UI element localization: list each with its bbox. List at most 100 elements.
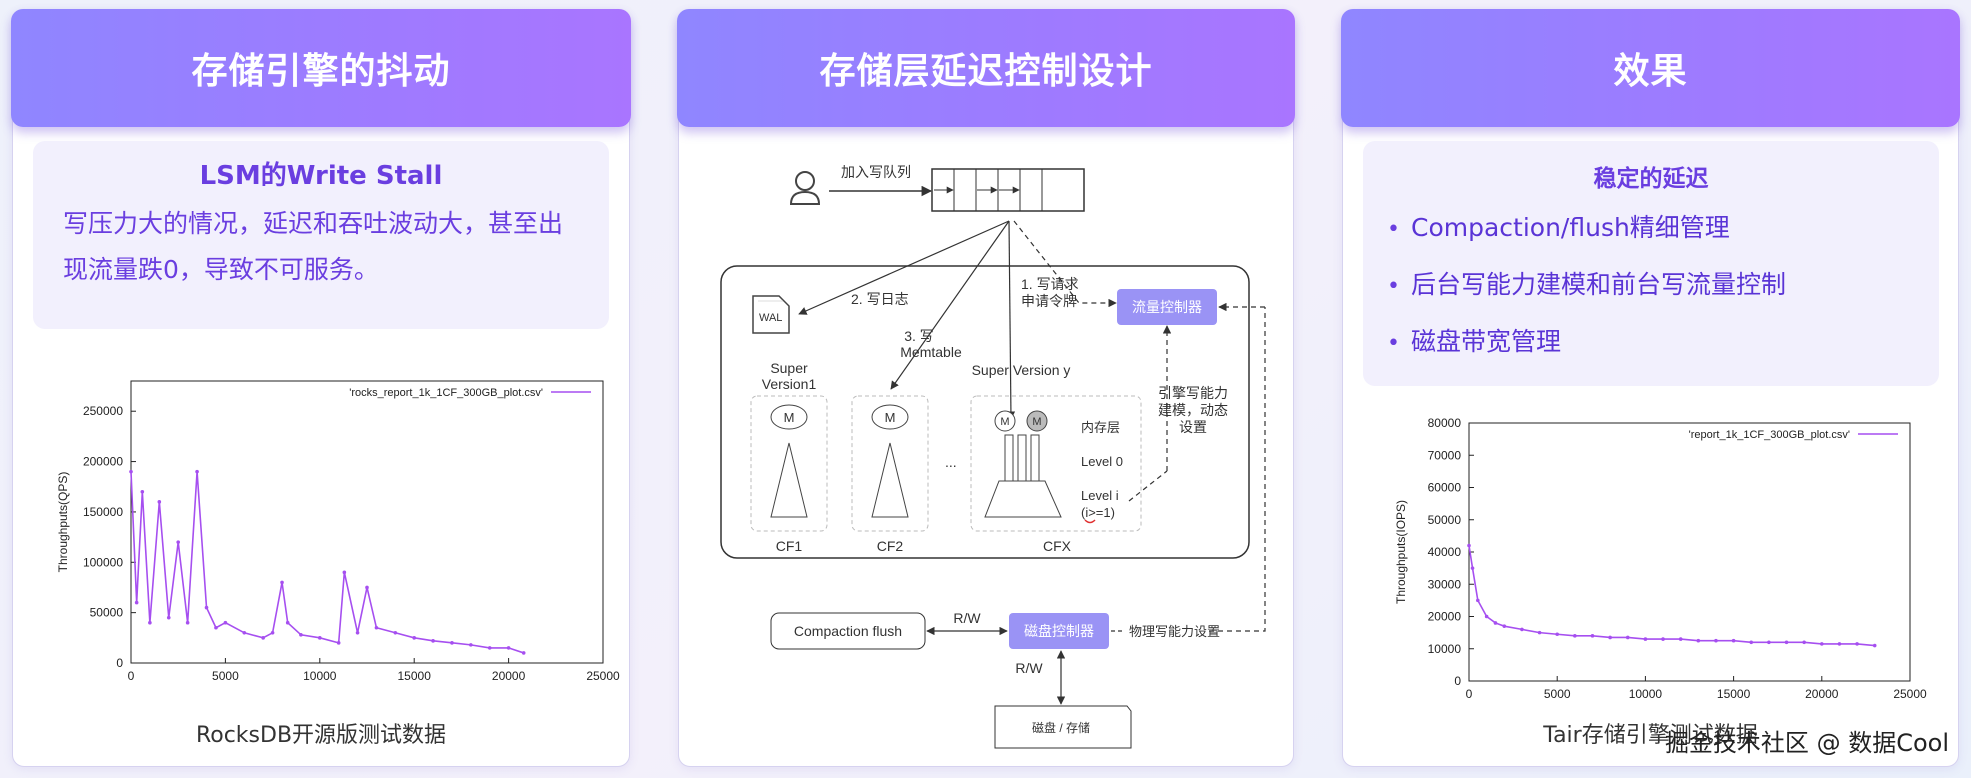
engine-box xyxy=(720,265,1250,559)
data-point xyxy=(1855,642,1859,646)
data-point xyxy=(166,615,171,620)
compaction-flush-box xyxy=(770,612,926,650)
engine-modeling-line1: 引擎写能力 xyxy=(1158,385,1228,401)
x-tick-label: 0 xyxy=(128,669,135,683)
data-point xyxy=(129,469,133,474)
panel-title: 存储层延迟控制设计 xyxy=(819,51,1153,92)
svg-text:WAL: WAL xyxy=(759,312,782,324)
super-version-y: Super Version y xyxy=(972,362,1071,378)
data-point xyxy=(148,620,152,625)
x-tick-label: 15000 xyxy=(1717,687,1751,701)
data-point xyxy=(1467,543,1471,548)
cf1-label: CF1 xyxy=(776,538,803,554)
data-point xyxy=(355,630,360,635)
flow-controller-label: 流量控制器 xyxy=(1132,299,1202,315)
data-point xyxy=(1590,634,1595,638)
x-tick-label: 0 xyxy=(1466,687,1473,701)
super-version1-line1: Super xyxy=(770,360,808,376)
data-point xyxy=(393,630,398,635)
svg-text:M: M xyxy=(885,410,896,425)
plot-frame xyxy=(1468,422,1911,682)
step3-line1: 3. 写 xyxy=(904,328,934,344)
step1-line2: 申请令牌 xyxy=(1021,293,1077,309)
queue-label: 加入写队列 xyxy=(841,164,911,180)
step1-line1: 1. 写请求 xyxy=(1021,276,1079,292)
data-point xyxy=(270,630,275,635)
svg-text:M: M xyxy=(784,410,795,425)
lsm-description: 写压力大的情况，延迟和吞吐波动大，甚至出现流量跌0，导致不可服务。 xyxy=(63,209,564,284)
layer-memory: 内存层 xyxy=(1081,420,1120,435)
data-point xyxy=(1731,638,1736,643)
step3-line2: Memtable xyxy=(900,344,962,360)
y-tick-label: 0 xyxy=(116,656,123,670)
y-tick-label: 20000 xyxy=(1428,610,1462,624)
watermark: 掘金技术社区 @ 数据Cool xyxy=(1664,729,1949,757)
x-tick-label: 15000 xyxy=(398,669,432,683)
stable-latency-title: 稳定的延迟 xyxy=(1593,166,1709,192)
data-point xyxy=(1767,640,1771,645)
cfx-label: CFX xyxy=(1043,538,1072,554)
data-point xyxy=(1470,566,1475,570)
data-point xyxy=(318,636,322,640)
user-icon xyxy=(789,171,821,205)
data-point xyxy=(1696,638,1701,643)
data-point xyxy=(204,605,209,610)
panel-title: 存储引擎的抖动 xyxy=(191,51,451,92)
data-point xyxy=(280,580,284,585)
x-tick-label: 10000 xyxy=(303,669,337,683)
data-point xyxy=(176,540,180,544)
data-point xyxy=(431,639,435,643)
data-point xyxy=(1502,624,1507,628)
y-tick-label: 100000 xyxy=(83,555,123,569)
disk-storage-box xyxy=(994,705,1132,749)
x-tick-label: 5000 xyxy=(1544,687,1571,701)
engine-modeling-line2: 建模，动态 xyxy=(1158,402,1228,418)
effect-list: •Compaction/flush精细管理 •后台写能力建模和前台写流量控制 •… xyxy=(1387,199,1786,370)
plot-frame xyxy=(130,380,604,664)
cfx-box xyxy=(970,395,1142,532)
data-point xyxy=(342,570,347,575)
data-point xyxy=(134,600,139,605)
data-point xyxy=(1749,640,1754,645)
left-caption: RocksDB开源版测试数据 xyxy=(195,723,447,748)
x-tick-label: 10000 xyxy=(1629,687,1663,701)
data-point xyxy=(1802,640,1806,645)
data-point xyxy=(336,641,341,645)
data-point xyxy=(1484,614,1489,619)
lsm-title: LSM的Write Stall xyxy=(199,161,443,191)
data-point xyxy=(214,625,218,630)
x-tick-label: 5000 xyxy=(212,669,239,683)
data-point xyxy=(1537,630,1542,635)
step2-label: 2. 写日志 xyxy=(851,291,909,307)
data-point xyxy=(285,620,290,625)
right-caption: Tair存储引擎测试数据 xyxy=(1543,723,1758,748)
y-tick-label: 0 xyxy=(1454,674,1461,688)
y-tick-label: 80000 xyxy=(1428,416,1462,430)
data-point xyxy=(365,585,369,590)
lsm-info-box: LSM的Write Stall 写压力大的情况，延迟和吞吐波动大，甚至出现流量跌… xyxy=(33,141,609,329)
list-item: •磁盘带宽管理 xyxy=(1387,327,1562,356)
svg-text:M: M xyxy=(1000,416,1009,428)
data-point xyxy=(1625,635,1630,640)
svg-text:M: M xyxy=(1032,416,1041,428)
ellipsis: ... xyxy=(945,454,957,470)
disk-controller-label: 磁盘控制器 xyxy=(1024,623,1094,639)
data-point xyxy=(1661,637,1665,641)
compaction-flush-label: Compaction flush xyxy=(794,623,902,639)
data-point xyxy=(1837,642,1842,646)
write-queue xyxy=(931,168,1085,212)
rw-label-2: R/W xyxy=(1015,660,1043,676)
data-point xyxy=(374,625,379,630)
engine-modeling-line3: 设置 xyxy=(1179,419,1207,435)
panel-title: 效果 xyxy=(1613,51,1688,92)
super-version1-line2: Version1 xyxy=(762,376,817,392)
legend-label: 'report_1k_1CF_300GB_plot.csv' xyxy=(1689,429,1850,441)
y-tick-label: 50000 xyxy=(1428,513,1462,527)
data-point xyxy=(157,500,162,504)
panel-storage-jitter: 存储引擎的抖动 LSM的Write Stall 写压力大的情况，延迟和吞吐波动大… xyxy=(11,9,631,767)
list-item: •Compaction/flush精细管理 xyxy=(1387,213,1730,242)
legend-label: 'rocks_report_1k_1CF_300GB_plot.csv' xyxy=(349,387,543,399)
y-tick-label: 200000 xyxy=(83,455,123,469)
flow-controller xyxy=(1117,289,1217,325)
